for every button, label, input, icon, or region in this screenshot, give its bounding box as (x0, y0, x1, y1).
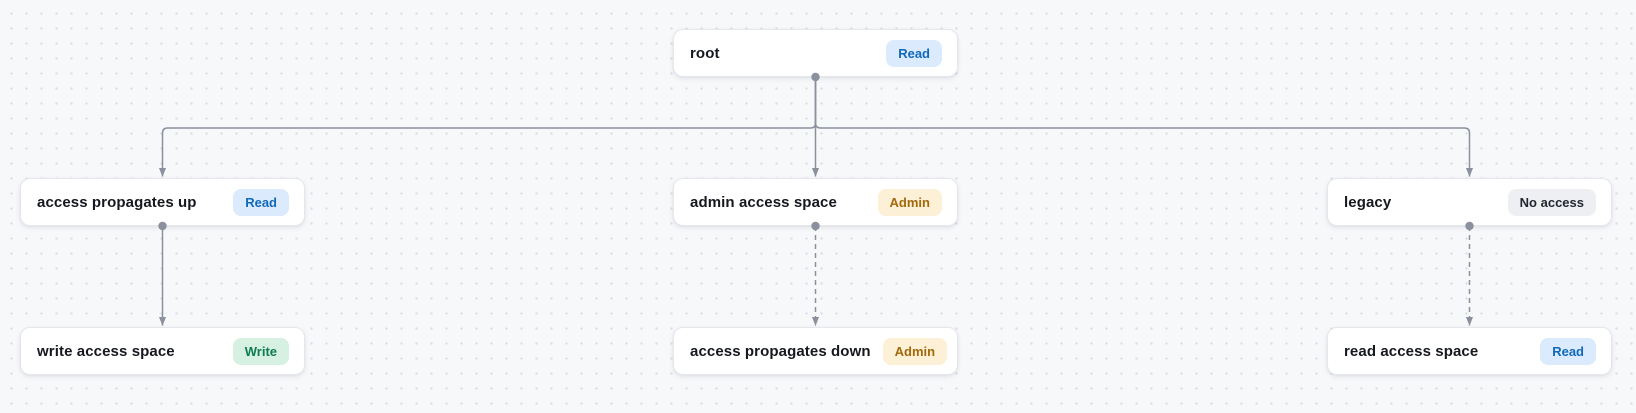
access-badge-admin: Admin (882, 337, 948, 365)
node-root-label: root (690, 44, 720, 62)
node-admin-access-space[interactable]: admin access space Admin (673, 178, 958, 226)
access-badge-write: Write (232, 337, 289, 365)
node-root[interactable]: root Read (673, 29, 958, 77)
access-badge-read: Read (886, 39, 942, 67)
node-read-access-space-label: read access space (1344, 342, 1479, 360)
node-legacy[interactable]: legacy No access (1327, 178, 1612, 226)
access-badge-no-access: No access (1507, 188, 1596, 216)
access-badge-admin: Admin (877, 188, 942, 216)
node-read-access-space[interactable]: read access space Read (1327, 327, 1612, 375)
node-access-propagates-up-label: access propagates up (37, 193, 197, 211)
node-access-propagates-up[interactable]: access propagates up Read (20, 178, 305, 226)
node-access-propagates-down[interactable]: access propagates down Admin (673, 327, 958, 375)
node-legacy-label: legacy (1344, 193, 1392, 211)
edge-root-to-access-propagates-up (159, 77, 817, 177)
node-write-access-space[interactable]: write access space Write (20, 327, 305, 375)
edge-root-to-legacy (814, 77, 1473, 177)
node-access-propagates-down-label: access propagates down (690, 342, 871, 360)
node-write-access-space-label: write access space (37, 342, 175, 360)
node-admin-access-space-label: admin access space (690, 193, 837, 211)
access-badge-read: Read (1540, 337, 1596, 365)
access-badge-read: Read (233, 188, 289, 216)
